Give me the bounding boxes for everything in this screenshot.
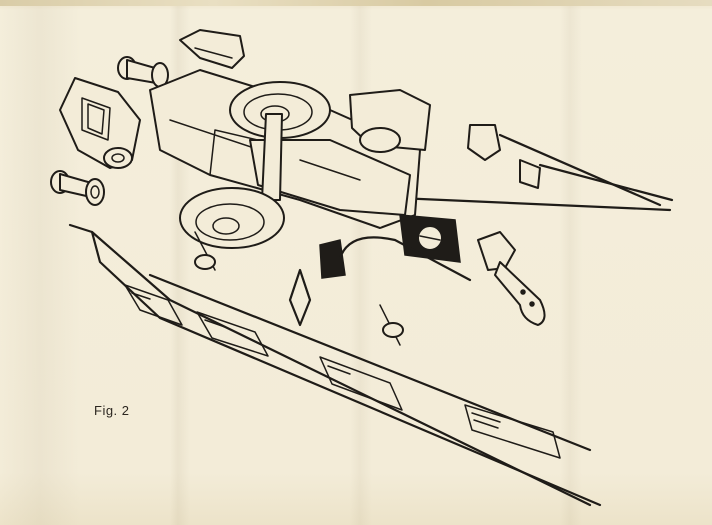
figure-caption: Fig. 2 <box>94 403 130 418</box>
side-rod-details <box>194 124 541 346</box>
wheelset-lower <box>179 187 285 249</box>
wheelset-upper <box>229 81 331 201</box>
front-coupler-assembly <box>50 56 169 206</box>
motor-contact-assembly <box>319 214 546 326</box>
chassis-frame <box>149 29 431 229</box>
page-top-edge <box>0 0 712 6</box>
body-windows <box>124 284 561 459</box>
